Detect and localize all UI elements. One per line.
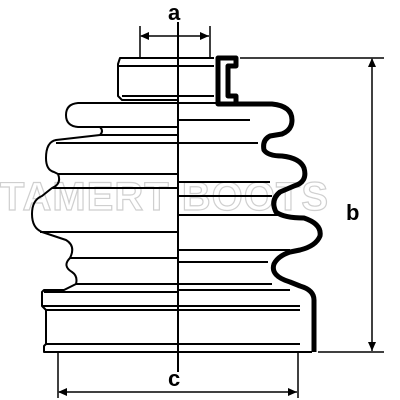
boot-section-profile xyxy=(178,55,323,353)
dimension-c: c xyxy=(57,352,299,398)
boot-outer-profile xyxy=(31,57,178,353)
dimension-label-a: a xyxy=(168,0,181,25)
dimension-label-b: b xyxy=(346,200,359,225)
dimension-label-c: c xyxy=(168,366,180,391)
dimension-b: b xyxy=(240,57,384,353)
dimension-a: a xyxy=(139,0,211,58)
